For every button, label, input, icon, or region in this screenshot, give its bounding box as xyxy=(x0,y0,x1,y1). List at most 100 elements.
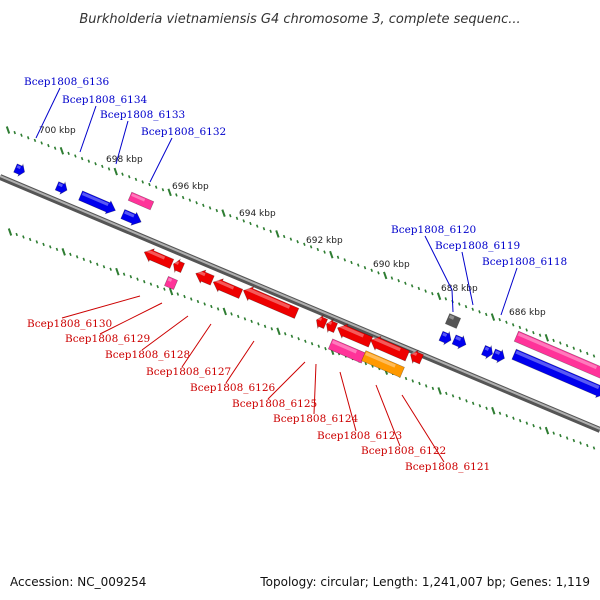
gene-label-6125[interactable]: Bcep1808_6125 xyxy=(232,398,317,410)
forward-strand-tick xyxy=(181,195,185,200)
forward-strand-tick xyxy=(208,206,212,210)
gene-6127[interactable] xyxy=(210,276,244,301)
gene-label-6127[interactable]: Bcep1808_6127 xyxy=(146,366,231,378)
reverse-strand-tick xyxy=(156,284,159,289)
gene-6133[interactable] xyxy=(120,208,144,229)
leader-6119 xyxy=(461,251,474,306)
forward-strand-tick xyxy=(74,154,77,158)
forward-strand-tick xyxy=(40,141,43,145)
gene-label-6134[interactable]: Bcep1808_6134 xyxy=(62,94,148,106)
reverse-strand-tick xyxy=(451,394,455,398)
reverse-strand-tick xyxy=(283,332,287,336)
reverse-strand-tick xyxy=(324,347,327,351)
reverse-strand-tick xyxy=(592,446,596,450)
gene-6125[interactable] xyxy=(314,314,329,331)
gene-6134[interactable] xyxy=(78,189,118,217)
reverse-strand-tick xyxy=(512,416,515,420)
gene-label-6129[interactable]: Bcep1808_6129 xyxy=(65,333,150,345)
reverse-strand-tick xyxy=(304,339,307,343)
forward-strand-tick xyxy=(148,182,151,187)
gene-label-6124[interactable]: Bcep1808_6124 xyxy=(273,413,359,425)
reverse-strand-tick xyxy=(7,228,13,236)
reverse-strand-tick xyxy=(129,275,133,279)
reverse-strand-tick xyxy=(89,260,92,264)
gene-6123a[interactable] xyxy=(335,321,374,349)
reverse-gene-labels: Bcep1808_6130 Bcep1808_6129 Bcep1808_612… xyxy=(27,318,490,473)
forward-strand-tick xyxy=(383,271,388,280)
forward-strand-tick xyxy=(478,310,481,314)
reverse-strand-tick xyxy=(236,314,240,319)
gene-6128[interactable] xyxy=(193,267,215,287)
forward-strand-tick xyxy=(235,216,239,220)
reverse-strand-tick xyxy=(539,426,542,430)
gene-6120[interactable] xyxy=(444,313,462,329)
reverse-strand-tick xyxy=(458,396,461,401)
gene-6131[interactable] xyxy=(164,276,178,290)
reverse-strand-tick xyxy=(69,252,72,257)
chromosome-backbone-highlight xyxy=(0,175,600,430)
gene-label-6123[interactable]: Bcep1808_6123 xyxy=(317,430,402,442)
forward-strand-tick xyxy=(59,146,65,155)
forward-strand-tick xyxy=(336,255,340,259)
gene-6123b[interactable] xyxy=(368,333,411,363)
reverse-strand-tick xyxy=(471,401,475,405)
gene-6119[interactable] xyxy=(438,329,454,346)
forward-strand-tick xyxy=(215,208,219,213)
gene-6118b[interactable] xyxy=(491,347,508,365)
forward-strand-tick xyxy=(141,180,144,184)
reverse-strand-tick xyxy=(317,344,321,348)
gene-6116[interactable] xyxy=(511,347,600,400)
gene-6136[interactable] xyxy=(13,162,27,178)
gene-label-6121[interactable]: Bcep1808_6121 xyxy=(405,461,490,473)
reverse-strand-tick xyxy=(168,287,174,296)
scale-label-700: 700 kbp xyxy=(39,126,76,136)
gene-6118a[interactable] xyxy=(481,344,496,361)
gene-label-6130[interactable]: Bcep1808_6130 xyxy=(27,318,112,330)
forward-strand-tick xyxy=(188,198,192,202)
gene-label-6126[interactable]: Bcep1808_6126 xyxy=(190,382,276,394)
reverse-strand-tick xyxy=(75,255,79,259)
reverse-strand-tick xyxy=(290,334,294,338)
gene-label-6132[interactable]: Bcep1808_6132 xyxy=(141,126,226,138)
gene-label-6118[interactable]: Bcep1808_6118 xyxy=(482,256,567,268)
gene-6126[interactable] xyxy=(240,284,300,321)
gene-6122a[interactable] xyxy=(408,348,425,366)
forward-strand-tick xyxy=(47,143,50,148)
gene-6124[interactable] xyxy=(324,318,339,335)
forward-strand-tick xyxy=(350,260,353,265)
gene-label-6136[interactable]: Bcep1808_6136 xyxy=(24,76,110,88)
forward-strand-tick xyxy=(221,209,226,217)
gene-6132[interactable] xyxy=(127,191,155,211)
forward-strand-tick xyxy=(505,320,508,324)
reverse-strand-tick xyxy=(572,438,576,443)
forward-strand-tick xyxy=(357,263,360,267)
leader-6124 xyxy=(313,363,317,415)
reverse-strand-tick xyxy=(109,267,112,271)
gene-6122[interactable] xyxy=(327,338,367,364)
gene-6129[interactable] xyxy=(171,258,186,275)
gene-6130[interactable] xyxy=(141,246,175,271)
reverse-strand-tick xyxy=(216,307,220,311)
reverse-strand-tick xyxy=(424,384,428,388)
forward-strand-tick xyxy=(458,302,461,306)
gene-6135[interactable] xyxy=(54,180,69,196)
gene-label-6133[interactable]: Bcep1808_6133 xyxy=(100,109,185,121)
gene-6117[interactable] xyxy=(513,330,600,380)
reverse-strand-tick xyxy=(257,322,260,326)
forward-strand-tick xyxy=(370,268,373,272)
gene-6119b[interactable] xyxy=(451,333,468,351)
gene-label-6122[interactable]: Bcep1808_6122 xyxy=(361,445,446,457)
gene-label-6120[interactable]: Bcep1808_6120 xyxy=(391,224,476,236)
gene-label-6119[interactable]: Bcep1808_6119 xyxy=(435,240,520,252)
reverse-strand-tick xyxy=(364,361,368,366)
leader-6134 xyxy=(79,105,97,153)
forward-strand-tick xyxy=(282,234,286,239)
forward-strand-tick xyxy=(113,167,118,176)
gene-label-6128[interactable]: Bcep1808_6128 xyxy=(105,349,190,361)
reverse-strand-tick xyxy=(270,327,274,331)
gene-6121[interactable] xyxy=(361,350,405,378)
forward-strand-tick xyxy=(167,188,172,197)
reverse-strand-tick xyxy=(176,292,180,296)
forward-strand-tick xyxy=(592,354,596,358)
